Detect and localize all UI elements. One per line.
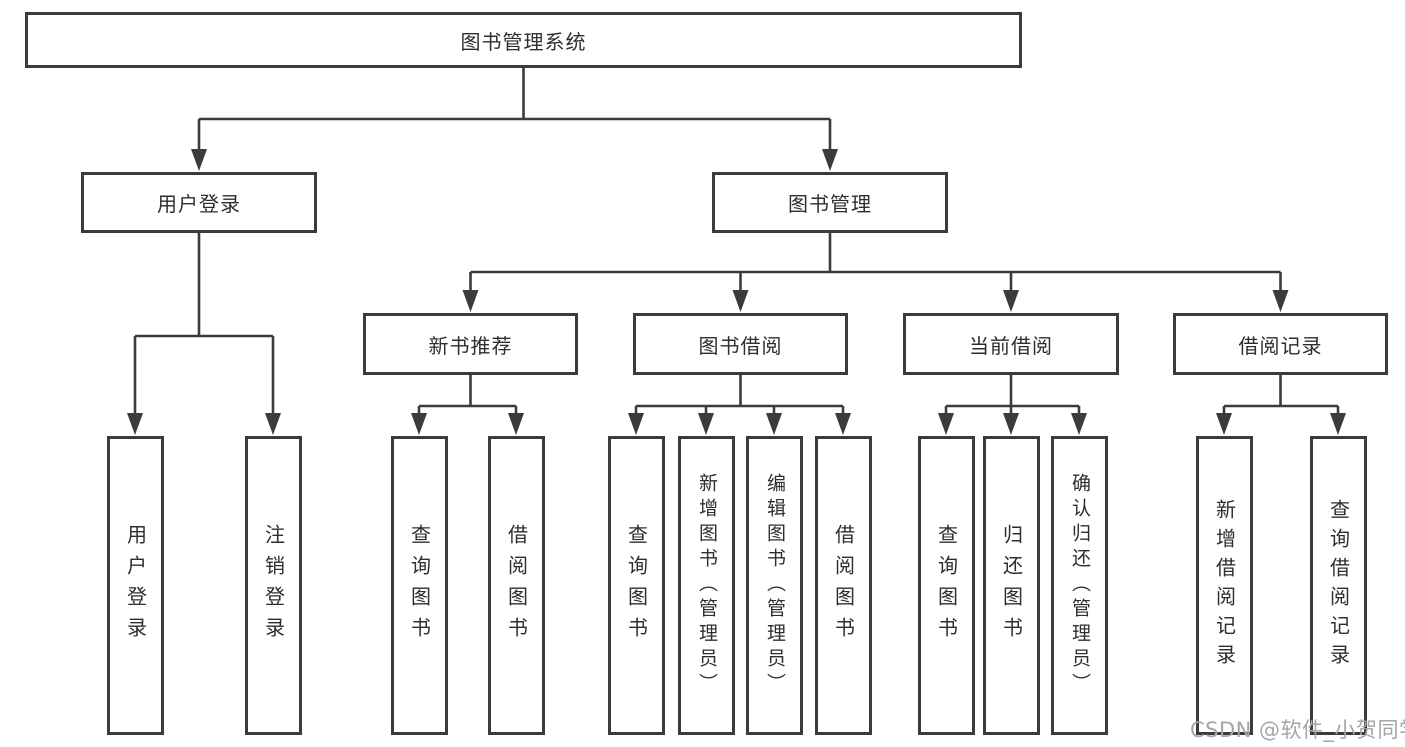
arrowhead: [411, 413, 427, 435]
connector-book-borrow-to-leaves: [634, 375, 845, 416]
leaf-logout-label: 注销登录: [261, 523, 286, 648]
node-root-label: 图书管理系统: [460, 29, 587, 54]
arrowhead: [462, 290, 479, 312]
leaf-query-book-2-label: 查询图书: [624, 523, 649, 648]
arrowhead: [766, 413, 782, 435]
arrowhead: [1216, 413, 1232, 435]
node-borrow-records: 借阅记录: [1173, 313, 1388, 375]
leaf-edit-book-admin: 编辑图书（管理员）: [746, 436, 803, 735]
leaf-query-book-3-label: 查询图书: [934, 523, 959, 648]
arrowhead: [835, 413, 851, 435]
node-user-login: 用户登录: [81, 172, 317, 233]
leaf-query-borrow-record-label: 查询借阅记录: [1326, 498, 1351, 673]
arrowhead: [822, 149, 838, 171]
arrowhead: [1003, 290, 1019, 312]
arrowhead: [1071, 413, 1087, 435]
arrowhead: [1272, 290, 1289, 312]
arrowhead: [732, 290, 749, 312]
leaf-query-book-2: 查询图书: [608, 436, 665, 735]
node-new-book-recommend-label: 新书推荐: [428, 333, 513, 358]
leaf-add-book-admin: 新增图书（管理员）: [678, 436, 735, 735]
arrowhead: [698, 413, 714, 435]
node-current-borrow: 当前借阅: [903, 313, 1119, 375]
arrowhead: [191, 149, 207, 171]
node-book-management-label: 图书管理: [788, 192, 872, 216]
leaf-edit-book-admin-label: 编辑图书（管理员）: [764, 473, 786, 698]
leaf-borrow-book-1: 借阅图书: [488, 436, 545, 735]
leaf-borrow-book-2: 借阅图书: [815, 436, 872, 735]
connector-root-to-level2: [197, 68, 832, 152]
leaf-user-login: 用户登录: [107, 436, 164, 735]
arrowhead: [127, 413, 143, 435]
leaf-confirm-return-admin-label: 确认归还（管理员）: [1069, 473, 1091, 698]
node-root: 图书管理系统: [25, 12, 1022, 68]
node-book-management: 图书管理: [712, 172, 948, 233]
node-new-book-recommend: 新书推荐: [363, 313, 578, 375]
connector-new-book-to-leaves: [417, 375, 518, 416]
leaf-confirm-return-admin: 确认归还（管理员）: [1051, 436, 1108, 735]
connector-borrow-records-to-leaves: [1222, 375, 1340, 416]
node-borrow-records-label: 借阅记录: [1238, 333, 1323, 358]
leaf-add-borrow-record: 新增借阅记录: [1196, 436, 1253, 735]
connector-user-login-to-leaves: [133, 233, 275, 416]
leaf-return-book-label: 归还图书: [999, 523, 1024, 648]
leaf-query-book-1-label: 查询图书: [407, 523, 432, 648]
arrowhead: [265, 413, 281, 435]
arrowhead: [1330, 413, 1346, 435]
arrowhead: [938, 413, 954, 435]
leaf-user-login-label: 用户登录: [123, 523, 148, 648]
leaf-query-book-3: 查询图书: [918, 436, 975, 735]
node-book-borrow: 图书借阅: [633, 313, 848, 375]
leaf-query-borrow-record: 查询借阅记录: [1310, 436, 1367, 735]
connector-current-borrow-to-leaves: [944, 375, 1081, 416]
node-current-borrow-label: 当前借阅: [969, 333, 1053, 358]
connector-book-mgmt-to-level3: [469, 233, 1282, 293]
leaf-logout: 注销登录: [245, 436, 302, 735]
csdn-watermark: CSDN @软件_小贺同学: [1190, 718, 1405, 742]
leaf-add-borrow-record-label: 新增借阅记录: [1212, 498, 1237, 673]
arrowhead: [1003, 413, 1019, 435]
leaf-query-book-1: 查询图书: [391, 436, 448, 735]
arrowhead: [508, 413, 524, 435]
leaf-return-book: 归还图书: [983, 436, 1040, 735]
leaf-borrow-book-1-label: 借阅图书: [504, 523, 529, 648]
leaf-add-book-admin-label: 新增图书（管理员）: [696, 473, 718, 698]
arrowhead: [628, 413, 644, 435]
node-book-borrow-label: 图书借阅: [698, 333, 783, 358]
leaf-borrow-book-2-label: 借阅图书: [831, 523, 856, 648]
node-user-login-label: 用户登录: [157, 192, 241, 216]
